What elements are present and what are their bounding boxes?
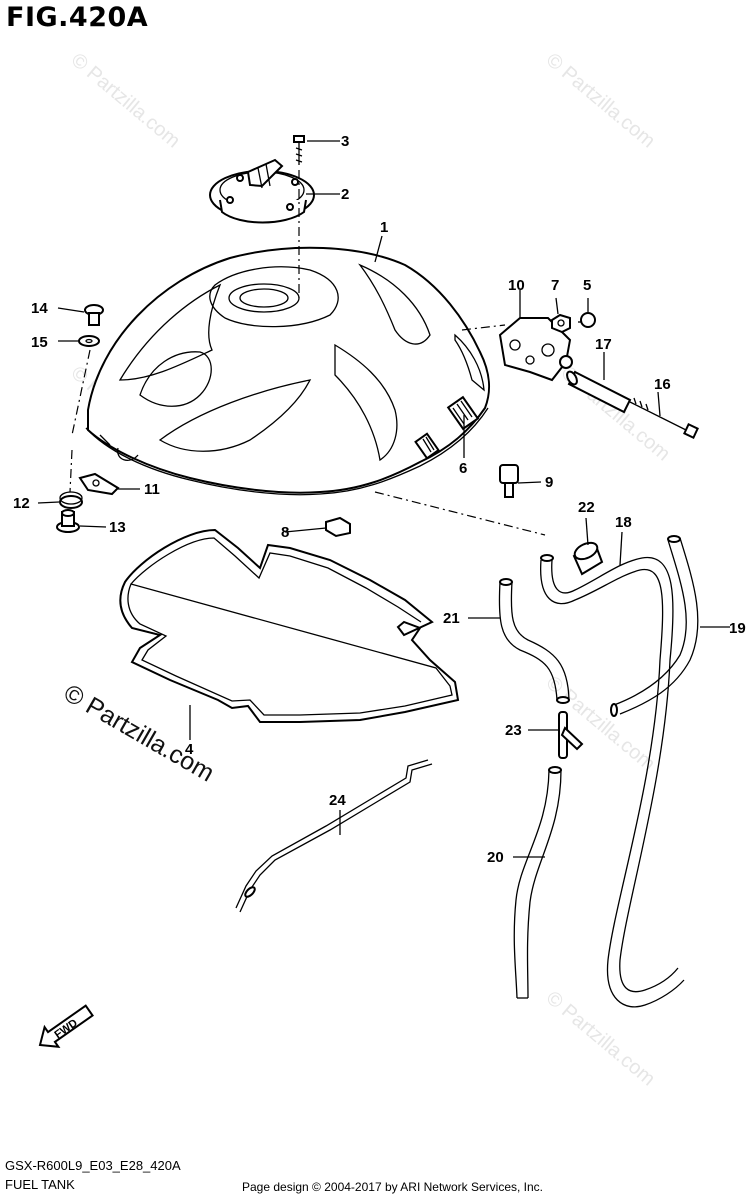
part-15-washer [78,335,100,347]
part-19-hose [610,535,699,717]
callout-1: 1 [380,219,388,236]
callout-3: 3 [341,133,349,150]
part-5-bolt [578,312,596,328]
callout-21: 21 [443,610,460,627]
part-8-rubber [325,516,351,538]
callout-14: 14 [31,300,48,317]
callout-15: 15 [31,334,48,351]
callout-23: 23 [505,722,522,739]
part-24-tube [235,759,433,913]
callout-7: 7 [551,277,559,294]
callout-17: 17 [595,336,612,353]
part-23-t-joint [558,711,584,759]
callout-9: 9 [545,474,553,491]
callouts: 1 2 3 4 5 6 7 8 9 10 11 12 13 14 15 16 1… [13,133,746,866]
watermark-main: © Partzilla.com [59,679,219,787]
callout-11: 11 [144,481,160,498]
callout-18: 18 [615,514,632,531]
part-11-bracket [78,472,120,496]
figure-code: GSX-R600L9_E03_E28_420A [5,1158,181,1173]
part-3-screw [293,135,305,165]
callout-16: 16 [654,376,671,393]
callout-24: 24 [329,792,346,809]
part-22-collar [572,541,604,576]
callout-8: 8 [281,524,289,541]
part-17-spacer [566,370,632,414]
part-2-fuel-cap [209,158,315,224]
callout-6: 6 [459,460,467,477]
leader-lines [37,140,730,858]
watermark-text: © Partzilla.com [542,987,659,1090]
callout-20: 20 [487,849,504,866]
callout-10: 10 [508,277,525,294]
figure-name: FUEL TANK [5,1177,75,1192]
part-12-cushion [59,491,83,509]
fwd-arrow: FWD [38,1004,94,1049]
part-9-valve [499,464,519,498]
figure-title: FIG.420A [6,2,149,33]
watermark-text: © Partzilla.com [542,49,659,152]
part-1-fuel-tank [85,246,491,496]
callout-5: 5 [583,277,591,294]
callout-12: 12 [13,495,30,512]
part-18-hose [540,554,685,1008]
part-10-bracket [498,317,573,382]
callout-19: 19 [729,620,746,637]
part-4-gasket [119,528,460,723]
copyright-notice: Page design © 2004-2017 by ARI Network S… [242,1180,544,1194]
part-13-collar [56,509,80,533]
part-14-bolt [84,304,104,326]
callout-4: 4 [185,741,194,758]
callout-2: 2 [341,186,349,203]
part-16-bolt [629,397,699,439]
watermark-text: © Partzilla.com [67,49,184,152]
callout-22: 22 [578,499,595,516]
callout-13: 13 [109,519,126,536]
part-7-nut [551,313,571,334]
part-20-hose [513,766,562,999]
part-21-hose [498,578,570,704]
